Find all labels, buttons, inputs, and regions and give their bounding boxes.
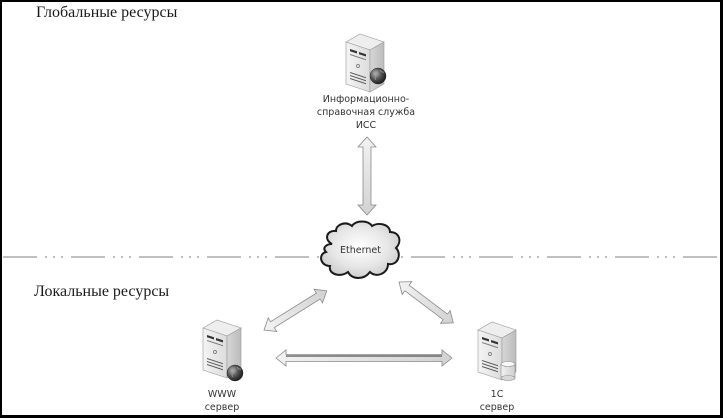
www-server-label: WWW сервер bbox=[192, 388, 252, 414]
globe-icon bbox=[369, 67, 387, 85]
1c-label-line-2: сервер bbox=[479, 402, 515, 413]
www-label-line-1: WWW bbox=[207, 389, 237, 400]
globe-icon bbox=[226, 364, 244, 382]
arrow-1c-ethernet bbox=[398, 281, 454, 324]
1c-server-label: 1С сервер bbox=[467, 388, 527, 414]
iss-server-label: Информационно- справочная служба ИСС bbox=[306, 93, 426, 132]
ethernet-label: Ethernet bbox=[340, 245, 381, 256]
ethernet-cloud-icon[interactable] bbox=[320, 220, 401, 279]
local-resources-label: Локальные ресурсы bbox=[34, 283, 170, 300]
www-label-line-2: сервер bbox=[204, 402, 240, 413]
server-icon-www[interactable] bbox=[202, 319, 244, 382]
database-icon bbox=[500, 361, 516, 381]
global-resources-label: Глобальные ресурсы bbox=[36, 4, 178, 21]
arrow-www-1c bbox=[275, 349, 453, 367]
server-icon-1c[interactable] bbox=[477, 321, 517, 381]
arrow-iss-ethernet bbox=[357, 136, 377, 216]
iss-label-line-3: ИСС bbox=[355, 120, 377, 131]
arrow-www-ethernet bbox=[263, 288, 328, 332]
server-icon-iss[interactable] bbox=[345, 33, 387, 93]
1c-label-line-1: 1С bbox=[490, 389, 504, 400]
iss-label-line-1: Информационно- bbox=[322, 94, 410, 105]
iss-label-line-2: справочная служба bbox=[316, 107, 416, 118]
